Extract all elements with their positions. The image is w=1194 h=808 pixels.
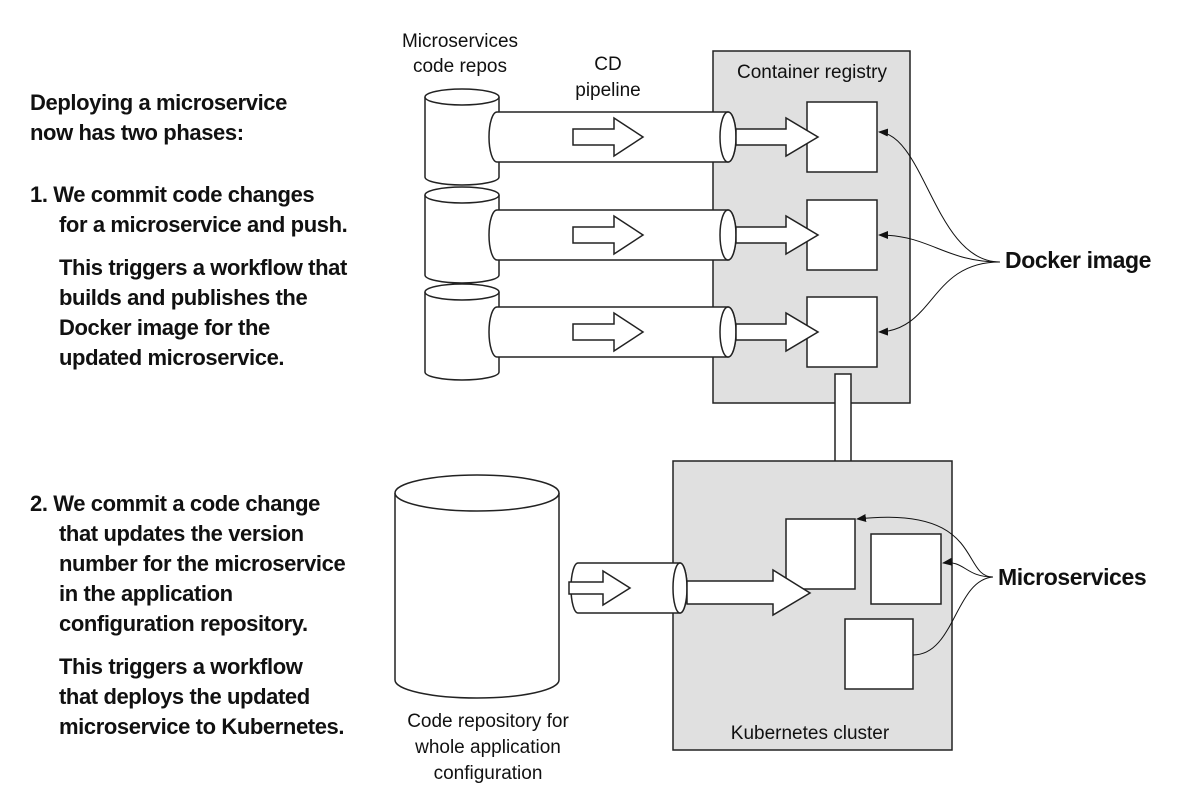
phase2-step: that updates the version	[59, 521, 304, 546]
pipeline-flow-arrow	[572, 311, 645, 353]
deploy-to-cluster-arrow	[686, 568, 812, 617]
microservice-pointer	[942, 557, 994, 578]
microservices-label: Microservices	[998, 564, 1146, 590]
publish-arrow	[735, 311, 820, 353]
microservice-box	[870, 533, 942, 605]
intro-line: now has two phases:	[30, 120, 244, 145]
explanation-text: Deploying a microservice now has two pha…	[30, 90, 348, 739]
phase1-step: for a microservice and push.	[59, 212, 347, 237]
config-repo-cylinder	[394, 474, 560, 699]
phase2-step: 2. We commit a code change	[30, 491, 320, 516]
microservice-box	[785, 518, 856, 590]
repo-cylinder	[424, 292, 500, 381]
pipeline-row	[424, 186, 878, 284]
repo-cylinder-top	[424, 283, 500, 301]
cd-pipeline-end	[719, 111, 737, 163]
config-repo-label: whole application	[414, 737, 561, 758]
cluster-label: Kubernetes cluster	[731, 723, 890, 744]
phase2-step: configuration repository.	[59, 611, 308, 636]
docker-image-pointer	[878, 231, 1001, 263]
cd-pipeline-end	[719, 306, 737, 358]
phase1-detail: This triggers a workflow that	[59, 255, 348, 280]
phase2-step: in the application	[59, 581, 233, 606]
repos-label: Microservices	[402, 31, 518, 52]
microservice-box	[844, 618, 914, 690]
config-pipeline	[568, 562, 688, 614]
phase2-detail: This triggers a workflow	[59, 654, 304, 679]
intro-line: Deploying a microservice	[30, 90, 287, 115]
docker-image-pointer	[878, 261, 1001, 336]
publish-arrow	[735, 214, 820, 256]
config-repo-label: configuration	[434, 763, 543, 784]
repo-cylinder-top	[424, 88, 500, 106]
repo-cylinder	[424, 195, 500, 284]
registry-label: Container registry	[737, 62, 887, 83]
pipeline-row	[424, 88, 878, 186]
repos-label: code repos	[413, 56, 507, 77]
repo-cylinder-top	[424, 186, 500, 204]
phase2-step: number for the microservice	[59, 551, 345, 576]
microservice-pointer	[856, 514, 994, 578]
phase1-detail: updated microservice.	[59, 345, 284, 370]
phase2-detail: microservice to Kubernetes.	[59, 714, 344, 739]
pipeline-flow-arrow	[572, 116, 645, 158]
phase1-detail: Docker image for the	[59, 315, 270, 340]
pipeline-label: CD	[594, 54, 621, 75]
phase1-step: 1. We commit code changes	[30, 182, 314, 207]
repo-cylinder	[424, 97, 500, 186]
docker-image-pointer	[878, 128, 1001, 263]
pipeline-row	[424, 283, 878, 381]
cd-pipeline-end	[719, 209, 737, 261]
publish-arrow	[735, 116, 820, 158]
microservice-pointer	[912, 576, 994, 656]
pipeline-label: pipeline	[575, 80, 641, 101]
phase2-detail: that deploys the updated	[59, 684, 310, 709]
phase1-detail: builds and publishes the	[59, 285, 307, 310]
docker-image-label: Docker image	[1005, 247, 1151, 273]
pipeline-flow-arrow	[572, 214, 645, 256]
kubernetes-cluster-box	[672, 460, 953, 751]
config-repo-label: Code repository for	[407, 711, 569, 732]
